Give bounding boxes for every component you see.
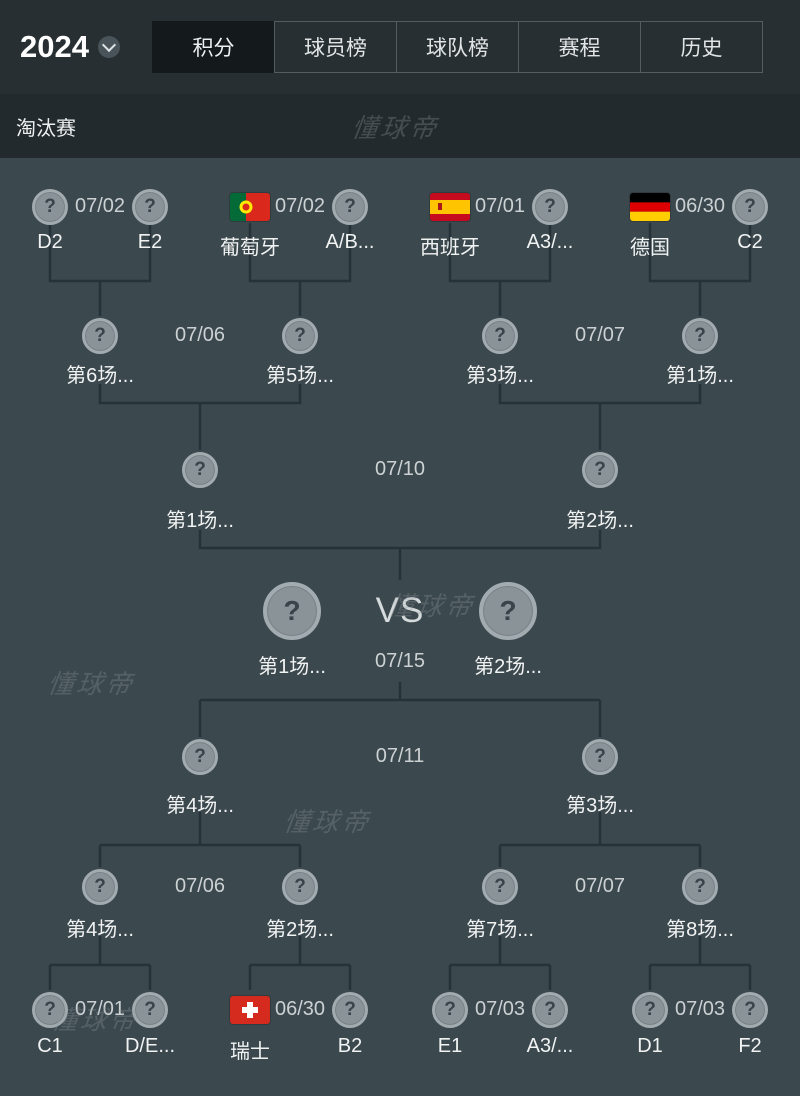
winner-label: 第8场...: [666, 919, 734, 941]
team-label: D1: [637, 1035, 663, 1057]
question-icon[interactable]: ?: [263, 582, 321, 640]
team-label: E2: [137, 231, 163, 253]
team-label: 西班牙: [420, 237, 480, 259]
question-icon[interactable]: ?: [732, 189, 768, 225]
team-label: A/B...: [325, 231, 375, 253]
team-label: C2: [737, 231, 763, 253]
match-date: 07/07: [574, 875, 626, 897]
winner-label: 第3场...: [466, 365, 534, 387]
question-icon[interactable]: ?: [482, 318, 518, 354]
winner-label: 第2场...: [474, 656, 542, 678]
match-date: 07/02: [74, 195, 126, 217]
winner-label: 第1场...: [666, 365, 734, 387]
season-label: 2024: [20, 29, 89, 64]
vs-label: VS: [375, 591, 425, 630]
question-icon[interactable]: ?: [479, 582, 537, 640]
team-label: C1: [37, 1035, 63, 1057]
match-date: 07/15: [374, 650, 426, 672]
match-date: 07/06: [174, 875, 226, 897]
team-label: B2: [337, 1035, 363, 1057]
question-icon[interactable]: ?: [432, 992, 468, 1028]
portugal-flag-icon[interactable]: [230, 193, 270, 221]
winner-label: 第2场...: [566, 510, 634, 532]
tab-schedule[interactable]: 赛程: [518, 21, 641, 73]
team-label: D/E...: [124, 1035, 175, 1057]
winner-label: 第4场...: [66, 919, 134, 941]
top-bar: 2024 积分 球员榜 球队榜 赛程 历史: [0, 0, 800, 94]
question-icon[interactable]: ?: [82, 869, 118, 905]
match-date: 07/03: [474, 998, 526, 1020]
question-icon[interactable]: ?: [332, 189, 368, 225]
team-label: F2: [738, 1035, 762, 1057]
team-label: 德国: [630, 237, 670, 259]
team-label: A3/...: [526, 231, 574, 253]
question-icon[interactable]: ?: [32, 189, 68, 225]
winner-label: 第3场...: [566, 795, 634, 817]
tab-team-rankings[interactable]: 球队榜: [396, 21, 519, 73]
question-icon[interactable]: ?: [132, 189, 168, 225]
tab-bar: 积分 球员榜 球队榜 赛程 历史: [152, 21, 763, 73]
question-icon[interactable]: ?: [532, 189, 568, 225]
winner-label: 第6场...: [66, 365, 134, 387]
match-date: 07/06: [174, 324, 226, 346]
team-label: 葡萄牙: [220, 237, 280, 259]
question-icon[interactable]: ?: [332, 992, 368, 1028]
winner-label: 第4场...: [166, 795, 234, 817]
bracket-panel: [0, 158, 800, 1096]
tab-standings[interactable]: 积分: [152, 21, 275, 73]
question-icon[interactable]: ?: [682, 869, 718, 905]
winner-label: 第5场...: [266, 365, 334, 387]
question-icon[interactable]: ?: [632, 992, 668, 1028]
question-icon[interactable]: ?: [732, 992, 768, 1028]
question-icon[interactable]: ?: [282, 869, 318, 905]
match-date: 07/10: [374, 458, 426, 480]
question-icon[interactable]: ?: [282, 318, 318, 354]
question-icon[interactable]: ?: [532, 992, 568, 1028]
tab-history[interactable]: 历史: [640, 21, 763, 73]
question-icon[interactable]: ?: [182, 739, 218, 775]
match-date: 07/11: [375, 745, 425, 767]
winner-label: 第1场...: [166, 510, 234, 532]
winner-label: 第2场...: [266, 919, 334, 941]
question-icon[interactable]: ?: [182, 452, 218, 488]
match-date: 07/01: [474, 195, 526, 217]
match-date: 07/03: [674, 998, 726, 1020]
team-label: E1: [437, 1035, 463, 1057]
tab-player-rankings[interactable]: 球员榜: [274, 21, 397, 73]
question-icon[interactable]: ?: [482, 869, 518, 905]
question-icon[interactable]: ?: [582, 739, 618, 775]
question-icon[interactable]: ?: [82, 318, 118, 354]
section-header: 淘汰赛: [0, 94, 800, 158]
winner-label: 第1场...: [258, 656, 326, 678]
germany-flag-icon[interactable]: [630, 193, 670, 221]
team-label: D2: [37, 231, 63, 253]
question-icon[interactable]: ?: [582, 452, 618, 488]
winner-label: 第7场...: [466, 919, 534, 941]
match-date: 07/07: [574, 324, 626, 346]
match-date: 06/30: [674, 195, 726, 217]
team-label: 瑞士: [230, 1041, 270, 1063]
team-label: A3/...: [526, 1035, 574, 1057]
chevron-down-icon: [97, 36, 120, 58]
match-date: 06/30: [274, 998, 326, 1020]
season-selector[interactable]: 2024: [20, 0, 120, 94]
section-title: 淘汰赛: [16, 117, 76, 140]
match-date: 07/01: [74, 998, 126, 1020]
switzerland-flag-icon[interactable]: [230, 996, 270, 1024]
match-date: 07/02: [274, 195, 326, 217]
question-icon[interactable]: ?: [132, 992, 168, 1028]
question-icon[interactable]: ?: [32, 992, 68, 1028]
spain-flag-icon[interactable]: [430, 193, 470, 221]
question-icon[interactable]: ?: [682, 318, 718, 354]
